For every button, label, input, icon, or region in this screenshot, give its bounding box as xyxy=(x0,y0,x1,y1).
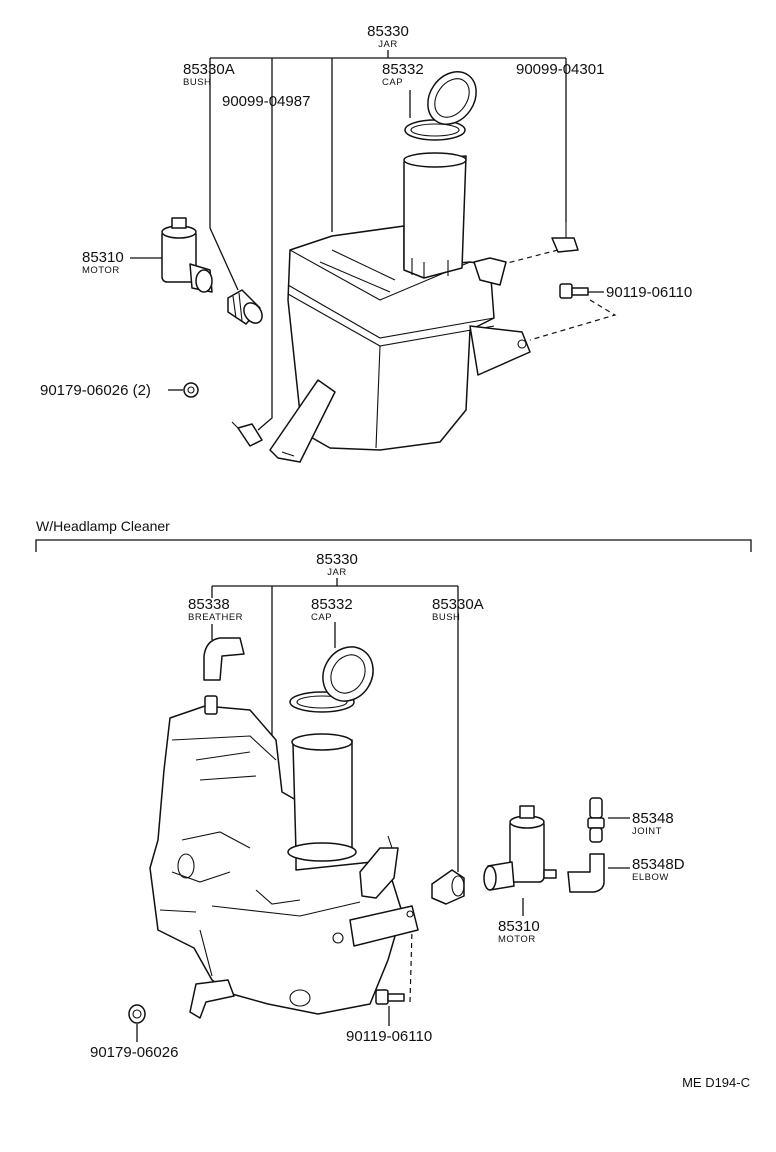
bottom-bush-name: BUSH xyxy=(432,612,460,623)
top-screw-number: 90099-04301 xyxy=(516,61,604,78)
section-title: W/Headlamp Cleaner xyxy=(36,518,170,534)
bottom-breather-name: BREATHER xyxy=(188,612,243,623)
top-grommet-part xyxy=(183,382,199,398)
top-jar-number: 85330 xyxy=(367,23,409,40)
bottom-grommet-number: 90179-06026 xyxy=(90,1044,178,1061)
top-jar-part xyxy=(269,152,531,463)
bottom-bush-number: 85330A xyxy=(432,596,484,613)
bottom-elbow-part xyxy=(567,853,605,893)
bottom-jar-name: JAR xyxy=(327,567,346,578)
top-leader-lines xyxy=(130,50,617,431)
bottom-bush-part xyxy=(431,869,465,905)
bottom-jar-part xyxy=(149,695,419,1019)
top-bush-number: 85330A xyxy=(183,61,235,78)
top-bush-part xyxy=(227,289,263,325)
top-jar-name: JAR xyxy=(378,39,397,50)
top-motor-number: 85310 xyxy=(82,249,124,266)
bottom-diagram: 85330 JAR 85338 BREATHER 85332 CAP 85330… xyxy=(90,551,685,1061)
top-cap-part xyxy=(404,71,477,141)
top-motor-part xyxy=(161,217,213,293)
bottom-bolt-part xyxy=(375,989,405,1005)
top-bolt-number: 90119-06110 xyxy=(606,284,692,301)
bottom-joint-name: JOINT xyxy=(632,826,662,837)
bottom-grommet-part xyxy=(128,1004,146,1024)
bottom-motor-name: MOTOR xyxy=(498,934,536,945)
bottom-joint-number: 85348 xyxy=(632,810,674,827)
figure-code: ME D194-C xyxy=(682,1075,750,1090)
top-bolt-part xyxy=(559,283,589,299)
headlamp-cleaner-section: W/Headlamp Cleaner xyxy=(35,518,752,552)
top-clip-part xyxy=(231,421,263,447)
bottom-leader-lines xyxy=(136,578,630,1042)
bottom-breather-part xyxy=(203,637,245,681)
top-grommet-number: 90179-06026 (2) xyxy=(40,382,151,399)
bottom-cap-number: 85332 xyxy=(311,596,353,613)
top-diagram: 85330 JAR 85330A BUSH 85332 CAP 90099-04… xyxy=(40,23,692,463)
bottom-elbow-number: 85348D xyxy=(632,856,685,873)
bottom-elbow-name: ELBOW xyxy=(632,872,669,883)
top-screw-part xyxy=(551,222,579,253)
bottom-motor-number: 85310 xyxy=(498,918,540,935)
top-clip-number: 90099-04987 xyxy=(222,93,310,110)
bottom-cap-name: CAP xyxy=(311,612,332,623)
top-cap-number: 85332 xyxy=(382,61,424,78)
bottom-breather-number: 85338 xyxy=(188,596,230,613)
top-motor-name: MOTOR xyxy=(82,265,120,276)
top-bush-name: BUSH xyxy=(183,77,211,88)
bottom-joint-part xyxy=(587,797,605,843)
bottom-bolt-number: 90119-06110 xyxy=(346,1028,432,1045)
bottom-motor-part xyxy=(483,805,557,891)
top-cap-name: CAP xyxy=(382,77,403,88)
bottom-cap-part xyxy=(289,646,374,713)
bottom-jar-number: 85330 xyxy=(316,551,358,568)
